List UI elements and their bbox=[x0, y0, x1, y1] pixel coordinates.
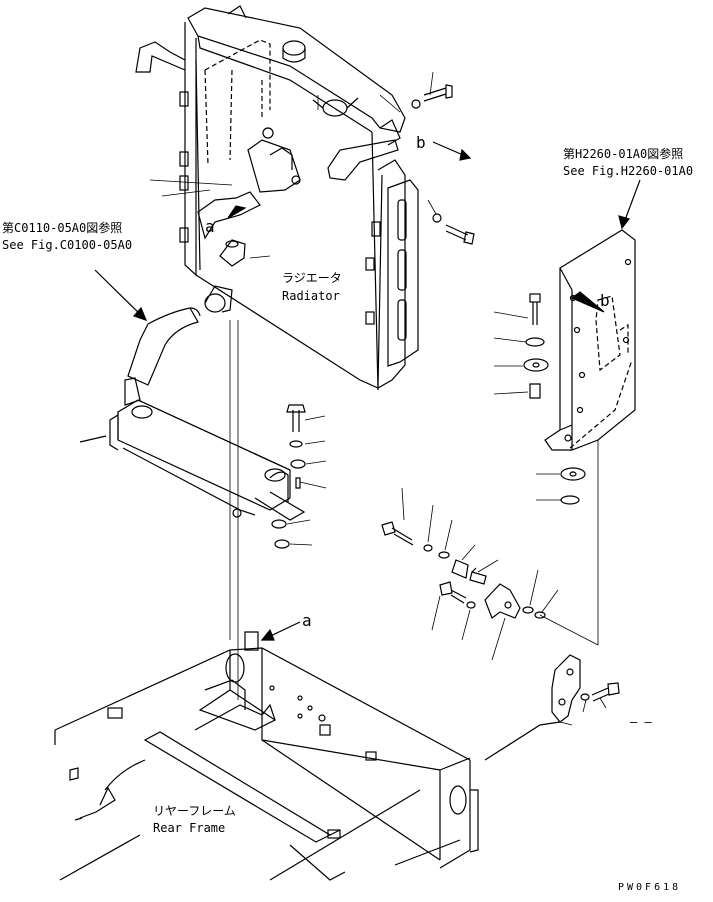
hardware-lower bbox=[381, 487, 599, 661]
mark-b-right: b bbox=[600, 291, 610, 310]
radiator-label-en: Radiator bbox=[282, 289, 340, 303]
dash-mark: — — bbox=[630, 715, 652, 729]
rear-frame bbox=[54, 631, 561, 881]
ref-h2260-jp: 第H2260-01A0図参照 bbox=[563, 146, 683, 161]
hose bbox=[127, 307, 201, 386]
rear-frame-label-jp: リヤーフレーム bbox=[153, 804, 236, 818]
aftercooler bbox=[79, 377, 306, 521]
right-bracket bbox=[544, 229, 636, 451]
mark-a-upper: a bbox=[205, 217, 215, 236]
ref-h2260-en: See Fig.H2260-01A0 bbox=[563, 164, 693, 178]
mark-a-lower: a bbox=[302, 611, 312, 630]
mark-b-upper: b bbox=[416, 133, 426, 152]
ref-c0100-en: See Fig.C0100-05A0 bbox=[2, 238, 132, 252]
drawing-code: PW0F618 bbox=[618, 882, 681, 893]
hardware-right bbox=[493, 293, 586, 505]
lower-right-bracket bbox=[551, 654, 620, 726]
radiator bbox=[135, 5, 475, 391]
radiator-label-jp: ラジエータ bbox=[282, 271, 342, 285]
rear-frame-label-en: Rear Frame bbox=[153, 821, 225, 835]
ref-c0110-jp: 第C0110-05A0図参照 bbox=[2, 220, 122, 235]
hardware-center bbox=[271, 404, 327, 549]
